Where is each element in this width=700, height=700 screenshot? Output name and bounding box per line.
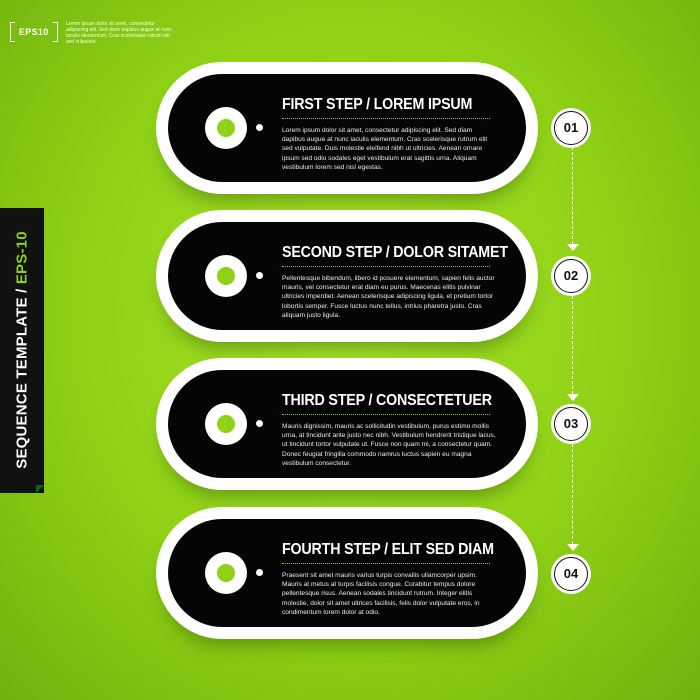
bracket-left-icon bbox=[10, 22, 15, 42]
step-number-1: 01 bbox=[551, 108, 591, 148]
target-icon bbox=[205, 255, 247, 297]
title-divider bbox=[282, 118, 490, 119]
connector-3-4 bbox=[572, 444, 573, 544]
step-card-2: SECOND STEP / DOLOR SITAMET Pellentesque… bbox=[156, 210, 538, 342]
dot-icon bbox=[256, 272, 263, 279]
step-body: Pellentesque bibendum, libero id posuere… bbox=[282, 275, 495, 319]
step-card-4: FOURTH STEP / ELIT SED DIAM Praesent sit… bbox=[156, 507, 538, 639]
title-divider bbox=[282, 414, 490, 415]
eps-label: EPS10 bbox=[19, 27, 49, 37]
side-tab-fold bbox=[36, 485, 44, 493]
step-card-inner: THIRD STEP / CONSECTETUER Mauris digniss… bbox=[168, 370, 526, 478]
step-title: SECOND STEP / DOLOR SITAMET bbox=[282, 244, 508, 261]
step-number-2: 02 bbox=[551, 256, 591, 296]
step-number-label: 04 bbox=[563, 566, 579, 581]
side-label-main: SEQUENCE TEMPLATE bbox=[13, 297, 31, 469]
step-body: Praesent sit amet mauris varius turpis c… bbox=[282, 572, 480, 616]
arrow-down-icon bbox=[567, 394, 579, 401]
eps-badge: EPS10 bbox=[10, 21, 58, 43]
step-number-label: 03 bbox=[563, 416, 579, 431]
target-icon bbox=[205, 403, 247, 445]
side-tab bbox=[0, 208, 44, 493]
badge-description: Lorem ipsum dolor sit amet, consectetur … bbox=[66, 21, 172, 45]
step-title: THIRD STEP / CONSECTETUER bbox=[282, 392, 492, 409]
dot-icon bbox=[256, 569, 263, 576]
bracket-right-icon bbox=[52, 22, 58, 42]
title-divider bbox=[282, 563, 490, 564]
step-card-inner: FIRST STEP / LOREM IPSUM Lorem ipsum dol… bbox=[168, 74, 526, 182]
connector-2-3 bbox=[572, 296, 573, 394]
step-body: Lorem ipsum dolor sit amet, consectetur … bbox=[282, 127, 488, 171]
title-divider bbox=[282, 266, 490, 267]
step-card-3: THIRD STEP / CONSECTETUER Mauris digniss… bbox=[156, 358, 538, 490]
step-card-1: FIRST STEP / LOREM IPSUM Lorem ipsum dol… bbox=[156, 62, 538, 194]
dot-icon bbox=[256, 420, 263, 427]
side-label-accent: EPS-10 bbox=[13, 231, 31, 285]
arrow-down-icon bbox=[567, 544, 579, 551]
step-body: Mauris dignissim, mauris ac sollicitudin… bbox=[282, 423, 496, 467]
step-title: FIRST STEP / LOREM IPSUM bbox=[282, 96, 473, 113]
step-title: FOURTH STEP / ELIT SED DIAM bbox=[282, 541, 494, 558]
step-number-4: 04 bbox=[551, 554, 591, 594]
step-card-inner: FOURTH STEP / ELIT SED DIAM Praesent sit… bbox=[168, 519, 526, 627]
dot-icon bbox=[256, 124, 263, 131]
side-label-separator: / bbox=[13, 288, 31, 293]
step-number-label: 02 bbox=[563, 268, 579, 283]
step-number-label: 01 bbox=[563, 120, 579, 135]
connector-1-2 bbox=[572, 147, 573, 244]
arrow-down-icon bbox=[567, 244, 579, 251]
target-icon bbox=[205, 107, 247, 149]
step-number-3: 03 bbox=[551, 404, 591, 444]
target-icon bbox=[205, 552, 247, 594]
step-card-inner: SECOND STEP / DOLOR SITAMET Pellentesque… bbox=[168, 222, 526, 330]
side-label: SEQUENCE TEMPLATE / EPS-10 bbox=[14, 231, 31, 469]
